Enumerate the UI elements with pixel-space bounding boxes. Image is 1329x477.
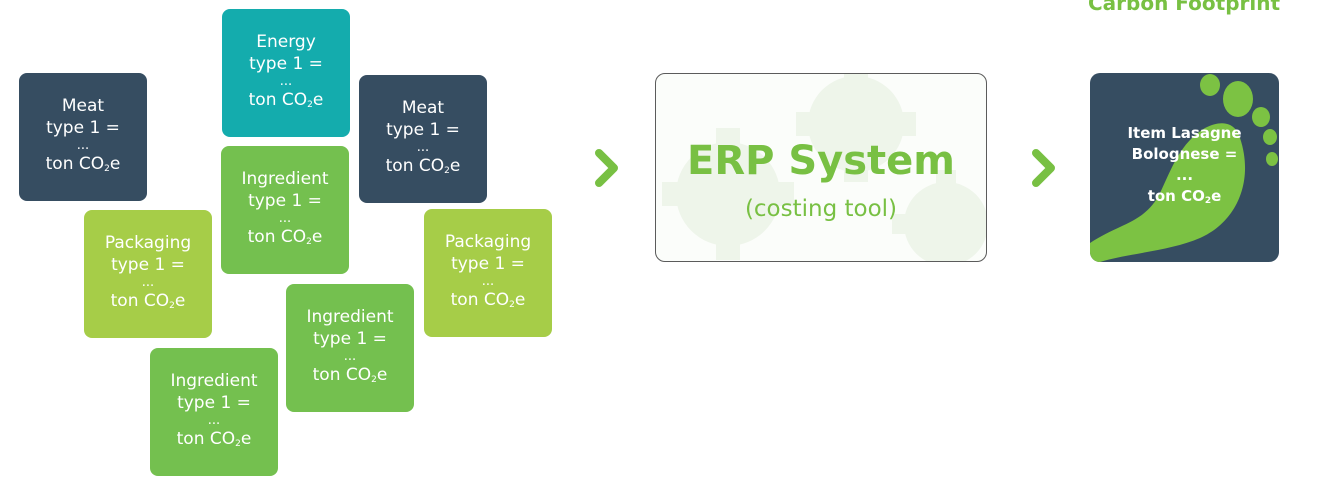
meat-tile: Meat type 1 = ... ton CO2e <box>359 75 487 203</box>
carbon-footprint-result-box: Item Lasagne Bolognese = ... ton CO2e <box>1090 73 1279 262</box>
tile-unit: ton CO2e <box>385 155 461 176</box>
carbon-footprint-title: Carbon Footprint <box>1088 0 1281 15</box>
erp-subtitle: (costing tool) <box>744 196 898 222</box>
ingredient-tile: Ingredient type 1 = ... ton CO2e <box>221 146 349 274</box>
tile-type: type 1 = <box>313 328 387 349</box>
tile-dots: ... <box>279 73 293 89</box>
tile-type: type 1 = <box>46 117 120 138</box>
tile-label: Energy <box>256 31 316 52</box>
packaging-tile: Packaging type 1 = ... ton CO2e <box>424 209 552 337</box>
footprint-icon <box>1090 74 1278 262</box>
tile-unit: ton CO2e <box>450 289 526 310</box>
tile-type: type 1 = <box>248 190 322 211</box>
tile-dots: ... <box>278 210 292 226</box>
meat-tile: Meat type 1 = ... ton CO2e <box>19 73 147 201</box>
tile-type: type 1 = <box>111 254 185 275</box>
tile-unit: ton CO2e <box>312 364 388 385</box>
chevron-right-icon <box>595 149 618 187</box>
result-line-2: Bolognese = <box>1131 145 1238 163</box>
gears-icon <box>662 74 986 261</box>
result-line-1: Item Lasagne <box>1127 124 1242 142</box>
tile-unit: ton CO2e <box>110 290 186 311</box>
erp-title: ERP System <box>687 138 955 184</box>
tile-type: type 1 = <box>177 392 251 413</box>
tile-label: Ingredient <box>170 370 258 391</box>
tile-dots: ... <box>76 137 90 153</box>
tile-dots: ... <box>481 273 495 289</box>
tile-label: Packaging <box>104 232 192 253</box>
tile-dots: ... <box>343 348 357 364</box>
tile-type: type 1 = <box>451 253 525 274</box>
tile-type: type 1 = <box>386 119 460 140</box>
ingredient-tile: Ingredient type 1 = ... ton CO2e <box>286 284 414 412</box>
tile-label: Meat <box>61 95 105 116</box>
result-dots: ... <box>1175 166 1194 184</box>
tile-label: Ingredient <box>241 168 329 189</box>
chevron-right-icon <box>1032 149 1055 187</box>
tile-unit: ton CO2e <box>248 89 324 110</box>
tile-dots: ... <box>141 274 155 290</box>
tile-type: type 1 = <box>249 53 323 74</box>
tile-unit: ton CO2e <box>45 153 121 174</box>
ingredient-tile: Ingredient type 1 = ... ton CO2e <box>150 348 278 476</box>
result-unit: ton CO2e <box>1147 187 1222 206</box>
result-text: Item Lasagne Bolognese = ... ton CO2e <box>1090 123 1279 212</box>
erp-system-box: ERP System (costing tool) <box>655 73 987 262</box>
packaging-tile: Packaging type 1 = ... ton CO2e <box>84 210 212 338</box>
tile-unit: ton CO2e <box>247 226 323 247</box>
energy-tile: Energy type 1 = ... ton CO2e <box>222 9 350 137</box>
tile-dots: ... <box>207 412 221 428</box>
tile-label: Ingredient <box>306 306 394 327</box>
tile-label: Packaging <box>444 231 532 252</box>
tile-label: Meat <box>401 97 445 118</box>
tile-unit: ton CO2e <box>176 428 252 449</box>
tile-dots: ... <box>416 139 430 155</box>
